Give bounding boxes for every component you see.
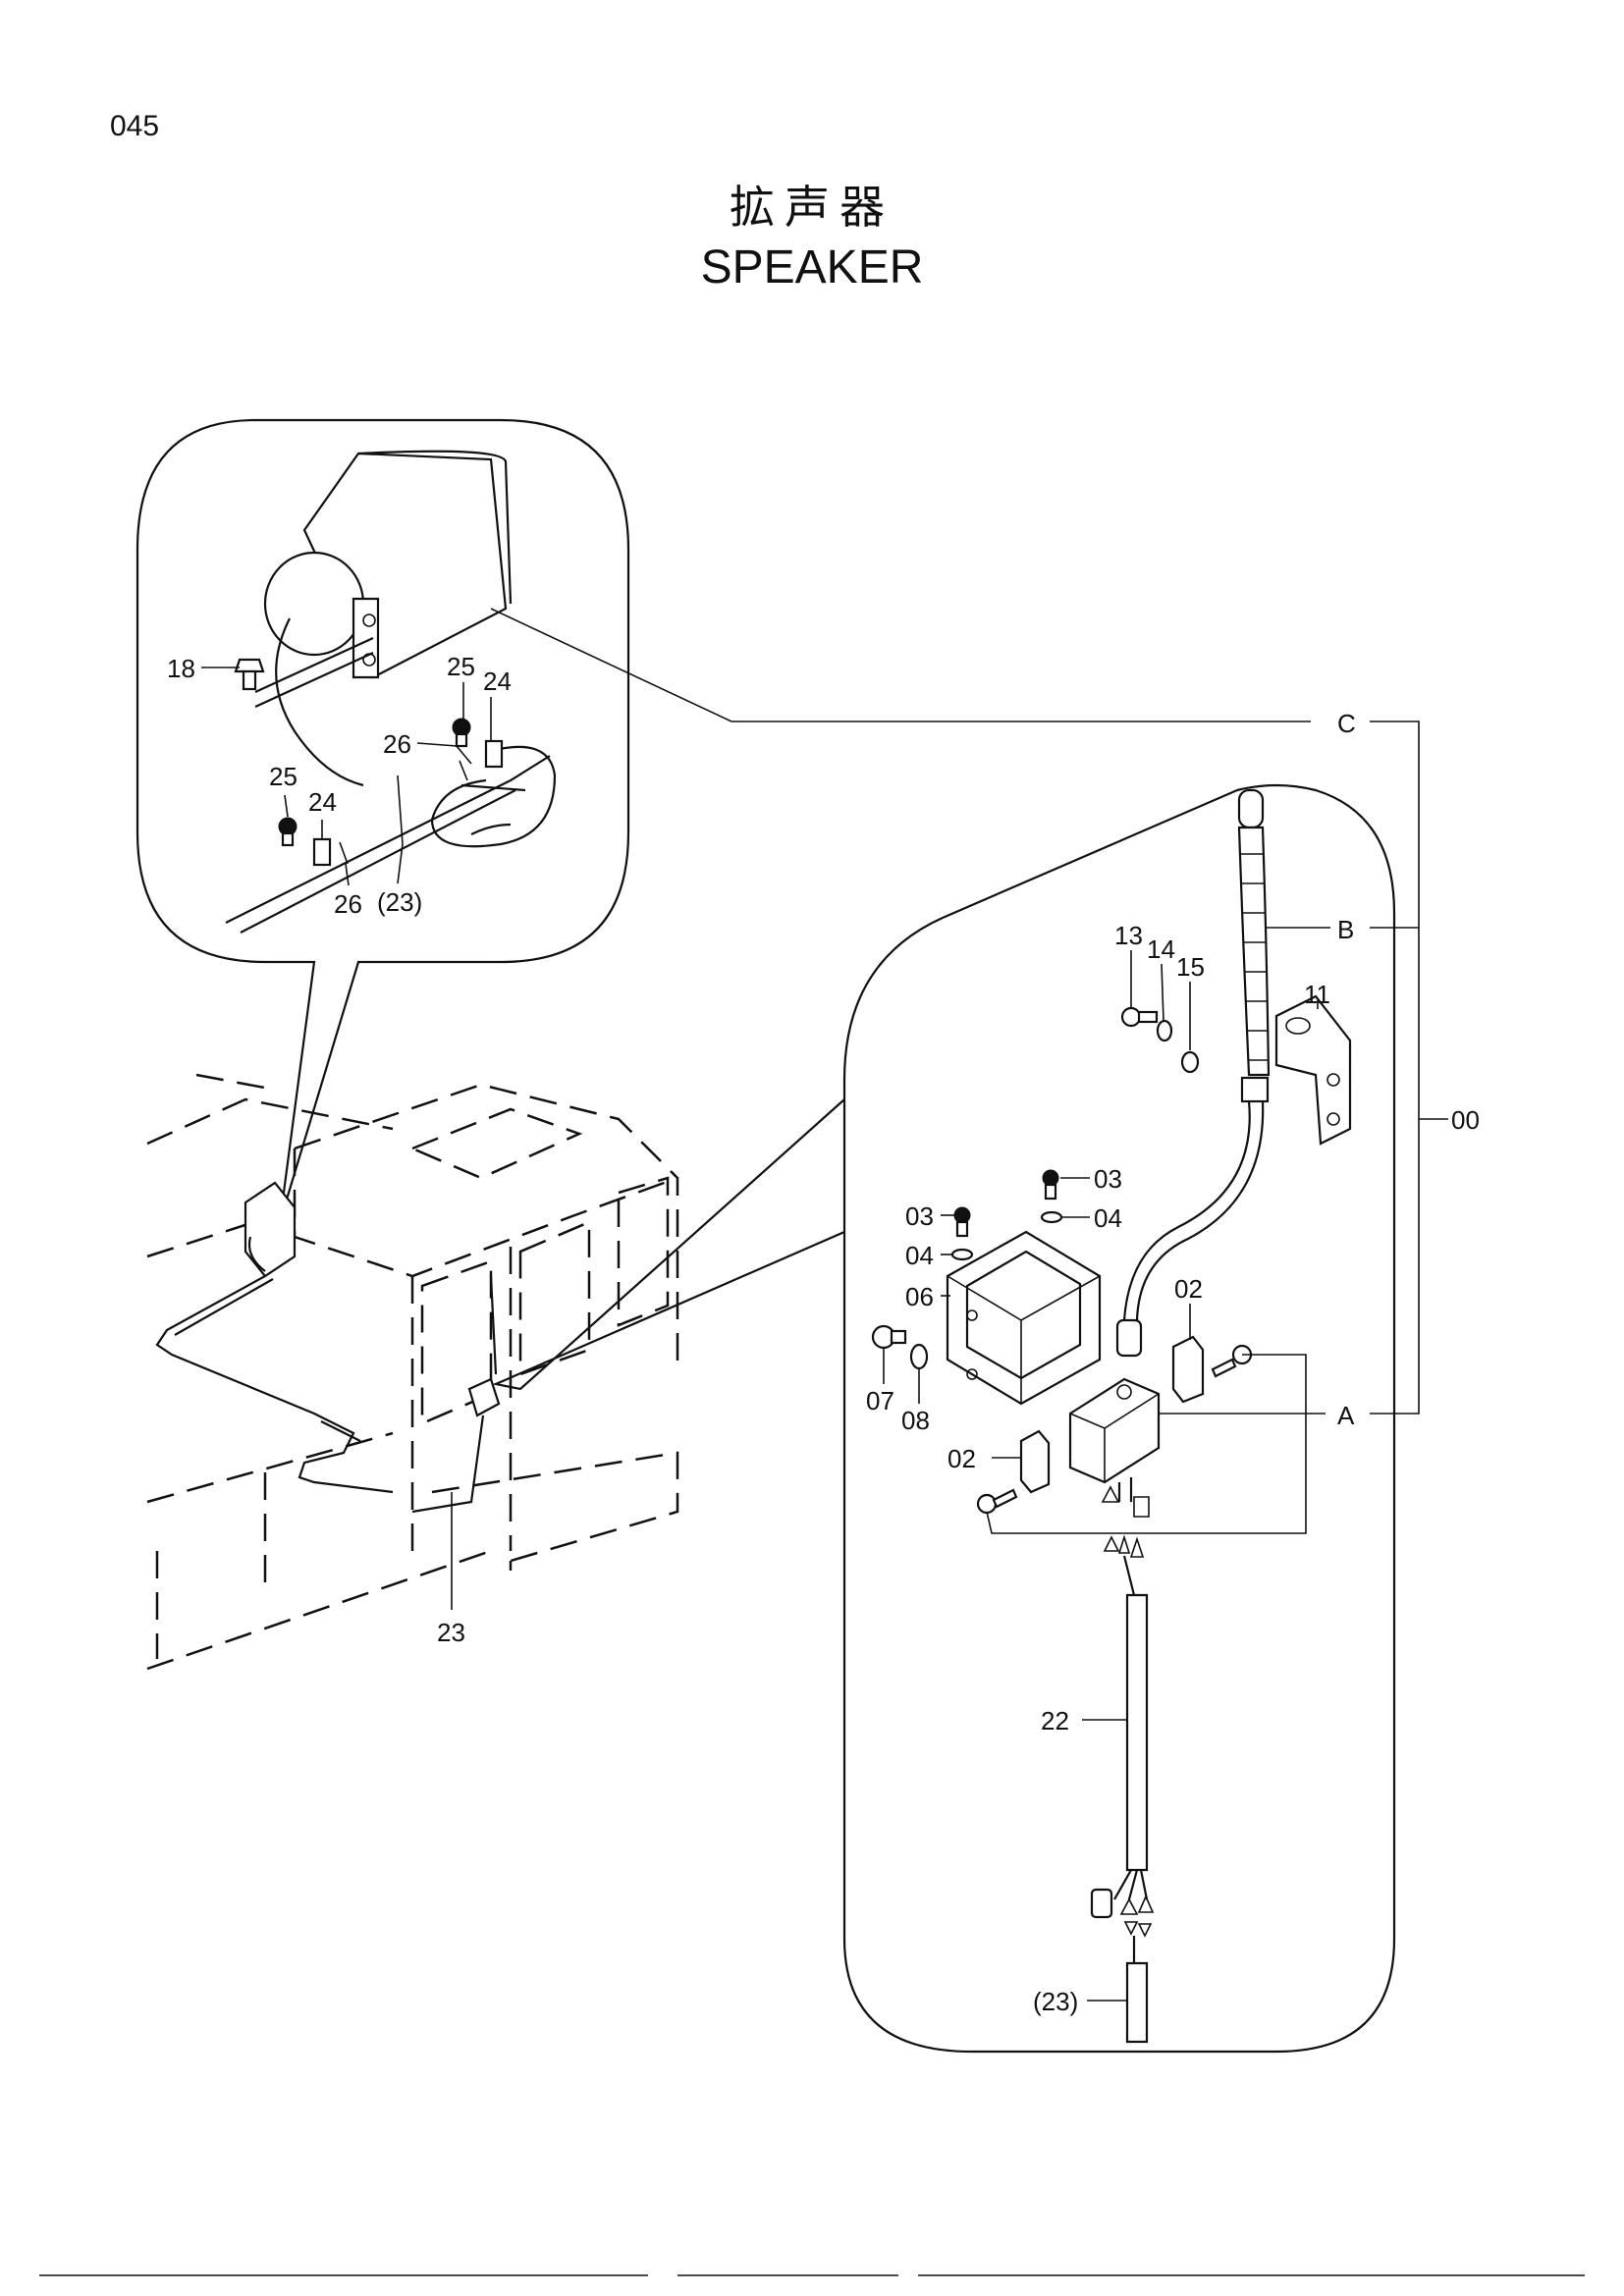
callout-22: 22: [1041, 1706, 1069, 1735]
amplifier-case: [946, 1230, 1102, 1406]
washer-15: [1180, 1050, 1200, 1074]
page-number: 045: [110, 110, 160, 142]
callout-13: 13: [1114, 921, 1143, 950]
callout-23: 23: [437, 1618, 465, 1647]
callout-26: 26: [383, 729, 411, 759]
label-b: B: [1337, 915, 1354, 944]
bracket-02-right: [1171, 1335, 1205, 1404]
callout-15: 15: [1176, 952, 1205, 982]
assembly-labels: C B A 00: [1337, 709, 1480, 1430]
label-00: 00: [1451, 1105, 1480, 1135]
callout-14: 14: [1147, 934, 1175, 964]
leader-lines: [201, 667, 1319, 2002]
callout-18: 18: [167, 654, 195, 683]
antenna-bracket: [1274, 994, 1352, 1146]
bolt-25-lower: [278, 817, 298, 847]
callout-25: 25: [269, 762, 298, 791]
callout-26: 26: [334, 889, 362, 919]
callout-06: 06: [905, 1282, 934, 1311]
screw-13: [1120, 1006, 1159, 1028]
callout-25: 25: [447, 652, 475, 681]
bolt-25-upper: [452, 718, 471, 748]
amplifier-unit: [1068, 1377, 1161, 1518]
bracket-02-left: [1019, 1429, 1051, 1494]
washer-04-upper: [1040, 1210, 1063, 1224]
callout-04: 04: [905, 1241, 934, 1270]
callout-02: 02: [1174, 1274, 1203, 1304]
bolt-03-lower: [953, 1206, 971, 1238]
title-block: 拡声器 SPEAKER: [0, 172, 1624, 294]
title-english: SPEAKER: [700, 241, 924, 294]
callout-23-ref: (23): [377, 887, 422, 917]
speaker-cable-detail: [225, 617, 557, 934]
bolt-03-upper: [1042, 1169, 1059, 1201]
callout-08: 08: [901, 1406, 930, 1435]
label-a: A: [1337, 1401, 1355, 1430]
bolt-02-right: [1211, 1344, 1253, 1378]
antenna: [1115, 788, 1271, 1358]
bolt-02-left: [976, 1488, 1018, 1515]
bolt-07: [871, 1324, 907, 1350]
callout-04: 04: [1094, 1203, 1122, 1233]
callout-03: 03: [905, 1201, 934, 1231]
callout-11: 11: [1304, 980, 1330, 1009]
part-callouts: 18 25 24 26 25 24 26 (23) 13 14 15 11 03…: [167, 652, 1330, 2016]
callout-02: 02: [947, 1444, 976, 1473]
label-c: C: [1337, 709, 1356, 738]
callout-24: 24: [308, 787, 337, 817]
washer-04-lower: [950, 1248, 974, 1261]
speaker-horn: [254, 450, 513, 708]
assembly-bracket: [490, 608, 1448, 1534]
callout-07: 07: [866, 1386, 894, 1415]
wire-harness-22: [1090, 1534, 1155, 2044]
title-japanese: 拡声器: [730, 181, 894, 234]
callout-24: 24: [483, 667, 512, 696]
main-assembly-bubble: [492, 783, 1396, 2054]
speaker-detail-bubble: [135, 418, 630, 1223]
callout-03: 03: [1094, 1164, 1122, 1194]
callout-23-ref-lower: (23): [1033, 1987, 1078, 2016]
bolt-18: [234, 658, 265, 691]
washer-08: [909, 1343, 929, 1370]
excavator-cab: [146, 1073, 679, 1671]
washer-14: [1156, 1019, 1173, 1042]
cab-speaker-location: [155, 1181, 501, 1514]
